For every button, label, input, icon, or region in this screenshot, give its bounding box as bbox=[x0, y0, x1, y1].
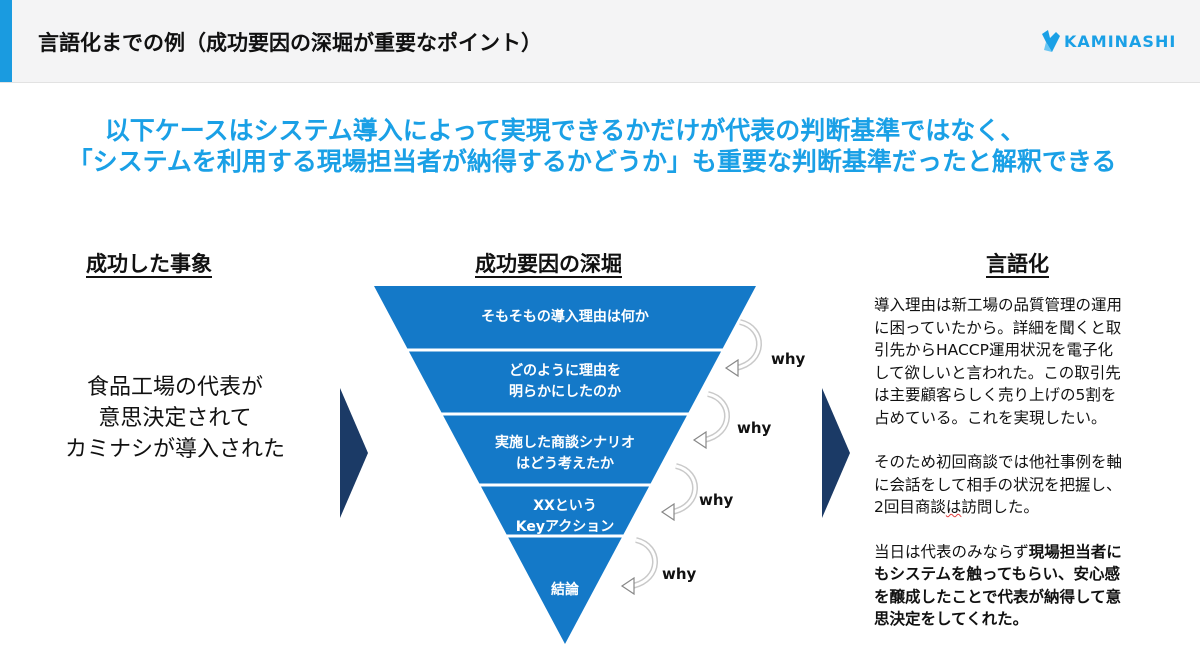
text-fragment: 2回目商談 bbox=[874, 498, 946, 516]
verbalization-text: 導入理由は新工場の品質管理の運用 に困っていたから。詳細を聞くと取 引先からHA… bbox=[874, 294, 1174, 653]
slide-header: 言語化までの例（成功要因の深堀が重要なポイント） KAMINASHI bbox=[0, 0, 1200, 83]
verbalization-paragraph-2: そのため初回商談では他社事例を軸 に会話をして相手の状況を把握し、 2回目商談は… bbox=[874, 451, 1174, 519]
step-line: そもそもの導入理由は何か bbox=[481, 309, 649, 325]
why-label: why bbox=[699, 491, 734, 509]
success-event-text: 食品工場の代表が 意思決定されて カミナシが導入された bbox=[30, 372, 320, 465]
emphasis-text: を醸成したことで代表が納得して意 bbox=[874, 587, 1122, 606]
why-label: why bbox=[737, 419, 772, 437]
text-line: 占めている。これを実現したい。 bbox=[874, 408, 1107, 427]
emphasis-text: 思決定をしてくれた。 bbox=[874, 610, 1029, 628]
heading-verbalization: 言語化 bbox=[986, 252, 1049, 276]
text-line: に困っていたから。詳細を聞くと取 bbox=[874, 318, 1122, 337]
text-line: そのため初回商談では他社事例を軸 bbox=[874, 453, 1123, 471]
success-event-line: 食品工場の代表が bbox=[86, 375, 263, 400]
kaminashi-logo-icon bbox=[1042, 30, 1060, 52]
step-line: Keyアクション bbox=[515, 519, 615, 535]
slide-title: 言語化までの例（成功要因の深堀が重要なポイント） bbox=[38, 31, 542, 55]
step-line: 明らかにしたのか bbox=[509, 384, 621, 400]
success-event-line: 意思決定されて bbox=[98, 406, 252, 431]
kaminashi-logo: KAMINASHI bbox=[1040, 26, 1190, 56]
why-label: why bbox=[771, 350, 806, 368]
emphasis-text: 現場担当者に bbox=[1028, 542, 1122, 561]
text-line: して欲しいと言われた。この取引先 bbox=[874, 363, 1121, 382]
text-line: 引先からHACCP運用状況を電子化 bbox=[874, 341, 1113, 359]
spellcheck-squiggle-text: は bbox=[945, 498, 962, 516]
chevron-right-icon bbox=[822, 388, 850, 518]
emphasis-text: もシステムを触ってもらい、安心感 bbox=[874, 565, 1120, 583]
step-5-text: 結論 bbox=[445, 580, 685, 601]
step-line: XXという bbox=[533, 498, 597, 514]
header-accent-bar bbox=[0, 0, 12, 82]
step-line: 実施した商談シナリオ bbox=[495, 435, 635, 451]
headline-line-1: 以下ケースはシステム導入によって実現できるかだけが代表の判断基準ではなく、 bbox=[104, 116, 1026, 145]
text-fragment: 訪問した。 bbox=[961, 498, 1039, 516]
curved-arrow-icon bbox=[724, 319, 762, 378]
text-fragment: 当日は代表のみならず bbox=[874, 542, 1029, 561]
step-3-text: 実施した商談シナリオ はどう考えたか bbox=[445, 433, 685, 475]
success-event-line: カミナシが導入された bbox=[64, 437, 285, 462]
verbalization-paragraph-1: 導入理由は新工場の品質管理の運用 に困っていたから。詳細を聞くと取 引先からHA… bbox=[874, 294, 1174, 429]
verbalization-paragraph-3: 当日は代表のみならず現場担当者に もシステムを触ってもらい、安心感 を醸成したこ… bbox=[874, 541, 1174, 631]
step-1-text: そもそもの導入理由は何か bbox=[445, 307, 685, 328]
deep-dive-triangle bbox=[374, 286, 756, 644]
heading-factor-deep-dive: 成功要因の深堀 bbox=[475, 252, 622, 276]
heading-success-event: 成功した事象 bbox=[86, 252, 212, 276]
why-label: why bbox=[662, 565, 697, 583]
curved-arrow-icon bbox=[660, 463, 698, 522]
triangle-shape bbox=[374, 286, 756, 644]
logo-text: KAMINASHI bbox=[1064, 32, 1177, 51]
text-line: は主要顧客らしく売り上げの5割を bbox=[874, 386, 1117, 404]
step-2-text: どのように理由を 明らかにしたのか bbox=[445, 361, 685, 403]
step-4-text: XXという Keyアクション bbox=[445, 496, 685, 538]
step-line: どのように理由を bbox=[509, 363, 621, 379]
step-line: 結論 bbox=[551, 582, 579, 598]
text-line: 導入理由は新工場の品質管理の運用 bbox=[874, 296, 1123, 314]
step-line: はどう考えたか bbox=[516, 456, 614, 472]
curved-arrow-icon bbox=[620, 537, 658, 596]
text-line: に会話をして相手の状況を把握し、 bbox=[874, 475, 1122, 494]
headline-line-2: 「システムを利用する現場担当者が納得するかどうか」も重要な判断基準だったと解釈で… bbox=[67, 147, 1117, 176]
chevron-right-icon bbox=[340, 388, 368, 518]
curved-arrow-icon bbox=[692, 391, 730, 450]
